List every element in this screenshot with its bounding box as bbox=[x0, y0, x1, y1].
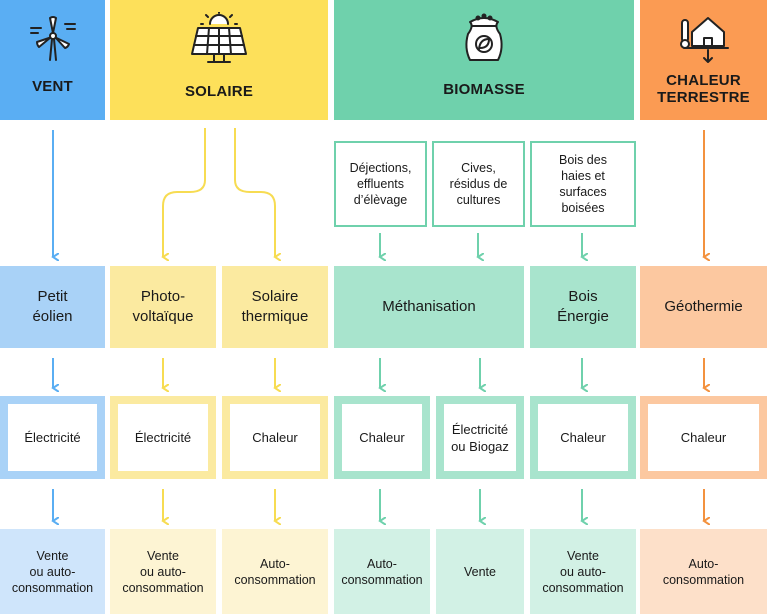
output-geothermie-label: Chaleur bbox=[648, 404, 759, 471]
header-vent-label: VENT bbox=[32, 78, 73, 95]
use-photovoltaique: Vente ou auto- consommation bbox=[110, 529, 216, 614]
header-solaire-label: SOLAIRE bbox=[184, 83, 254, 100]
use-solaire-thermique: Auto- consommation bbox=[222, 529, 328, 614]
header-vent: VENT bbox=[0, 0, 105, 120]
tech-bois-energie: Bois Énergie bbox=[530, 266, 636, 348]
tech-geothermie: Géothermie bbox=[640, 266, 767, 348]
source-dejections: Déjections, effluents d’élèvage bbox=[334, 141, 427, 227]
output-methanisation-elec-label: Électricité ou Biogaz bbox=[444, 404, 516, 471]
wind-turbine-icon bbox=[29, 16, 76, 61]
header-chaleur-label: CHALEUR TERRESTRE bbox=[657, 72, 750, 106]
output-photovoltaique: Électricité bbox=[110, 396, 216, 479]
tech-photovoltaique: Photo- voltaïque bbox=[110, 266, 216, 348]
output-photovoltaique-label: Électricité bbox=[118, 404, 208, 471]
tech-methanisation: Méthanisation bbox=[334, 266, 524, 348]
use-methanisation-elec: Vente bbox=[436, 529, 524, 614]
use-methanisation-chaleur: Auto- consommation bbox=[334, 529, 430, 614]
source-cives: Cives, résidus de cultures bbox=[432, 141, 525, 227]
use-geothermie: Auto- consommation bbox=[640, 529, 767, 614]
tech-petit-eolien: Petit éolien bbox=[0, 266, 105, 348]
output-vent-label: Électricité bbox=[8, 404, 97, 471]
output-methanisation-chaleur-label: Chaleur bbox=[342, 404, 422, 471]
tech-solaire-thermique: Solaire thermique bbox=[222, 266, 328, 348]
header-biomasse: BIOMASSE bbox=[334, 0, 634, 120]
use-vent: Vente ou auto- consommation bbox=[0, 529, 105, 614]
output-bois-energie-label: Chaleur bbox=[538, 404, 628, 471]
use-bois-energie: Vente ou auto- consommation bbox=[530, 529, 636, 614]
solar-panel-icon bbox=[191, 12, 247, 63]
output-bois-energie: Chaleur bbox=[530, 396, 636, 479]
source-bois: Bois des haies et surfaces boisées bbox=[530, 141, 636, 227]
header-solaire: SOLAIRE bbox=[110, 0, 328, 120]
header-chaleur: CHALEUR TERRESTRE bbox=[640, 0, 767, 120]
output-geothermie: Chaleur bbox=[640, 396, 767, 479]
output-vent: Électricité bbox=[0, 396, 105, 479]
header-biomasse-label: BIOMASSE bbox=[443, 81, 525, 98]
output-solaire-thermique: Chaleur bbox=[222, 396, 328, 479]
output-methanisation-chaleur: Chaleur bbox=[334, 396, 430, 479]
arrow-solaire-pv bbox=[163, 128, 206, 257]
biomass-bag-icon bbox=[465, 13, 503, 61]
geothermal-house-icon bbox=[679, 17, 729, 63]
output-methanisation-elec: Électricité ou Biogaz bbox=[436, 396, 524, 479]
output-solaire-thermique-label: Chaleur bbox=[230, 404, 320, 471]
arrow-solaire-thermique bbox=[234, 128, 275, 257]
